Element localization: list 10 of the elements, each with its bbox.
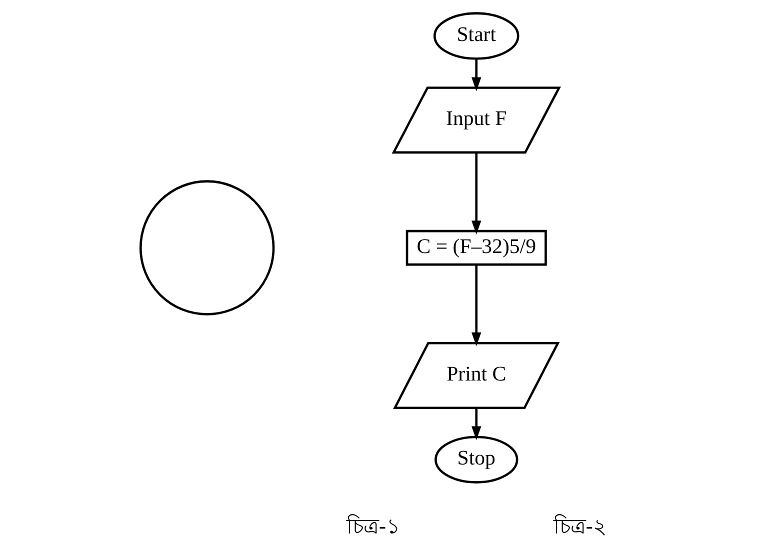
label: চিত্র-১ [346, 514, 400, 538]
arrow [472, 59, 482, 92]
label: চিত্র-২ [554, 514, 608, 538]
node-ellipse: Start [433, 12, 520, 60]
node-box: C = (F–32)5/9 [406, 230, 547, 266]
arrow [472, 152, 482, 234]
node-circle [139, 180, 275, 316]
node-ellipse: Stop [434, 436, 518, 484]
arrow [472, 264, 482, 346]
arrow [472, 408, 482, 440]
